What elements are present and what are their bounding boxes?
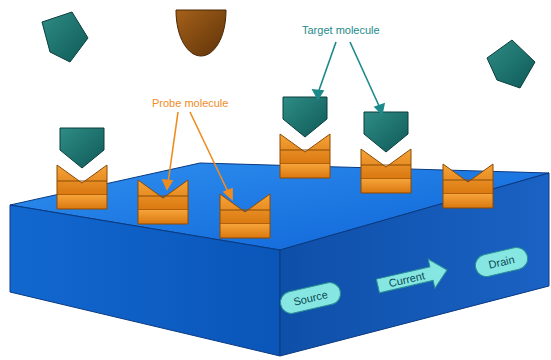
probe-molecule (280, 134, 330, 178)
probe-molecule (138, 180, 188, 224)
free-target (42, 12, 88, 62)
probe-molecule (220, 194, 270, 238)
target-molecule (364, 112, 408, 152)
probe-molecule (57, 165, 107, 209)
probe-molecule (361, 149, 411, 193)
target-molecule (283, 97, 327, 137)
substrate-side (280, 173, 549, 356)
callout-label: Target molecule (300, 24, 382, 36)
target-molecule (60, 128, 104, 168)
callout-label: Probe molecule (150, 97, 230, 109)
probe-molecule (443, 164, 493, 208)
free-target (487, 40, 535, 88)
non-target-molecule (176, 10, 226, 56)
